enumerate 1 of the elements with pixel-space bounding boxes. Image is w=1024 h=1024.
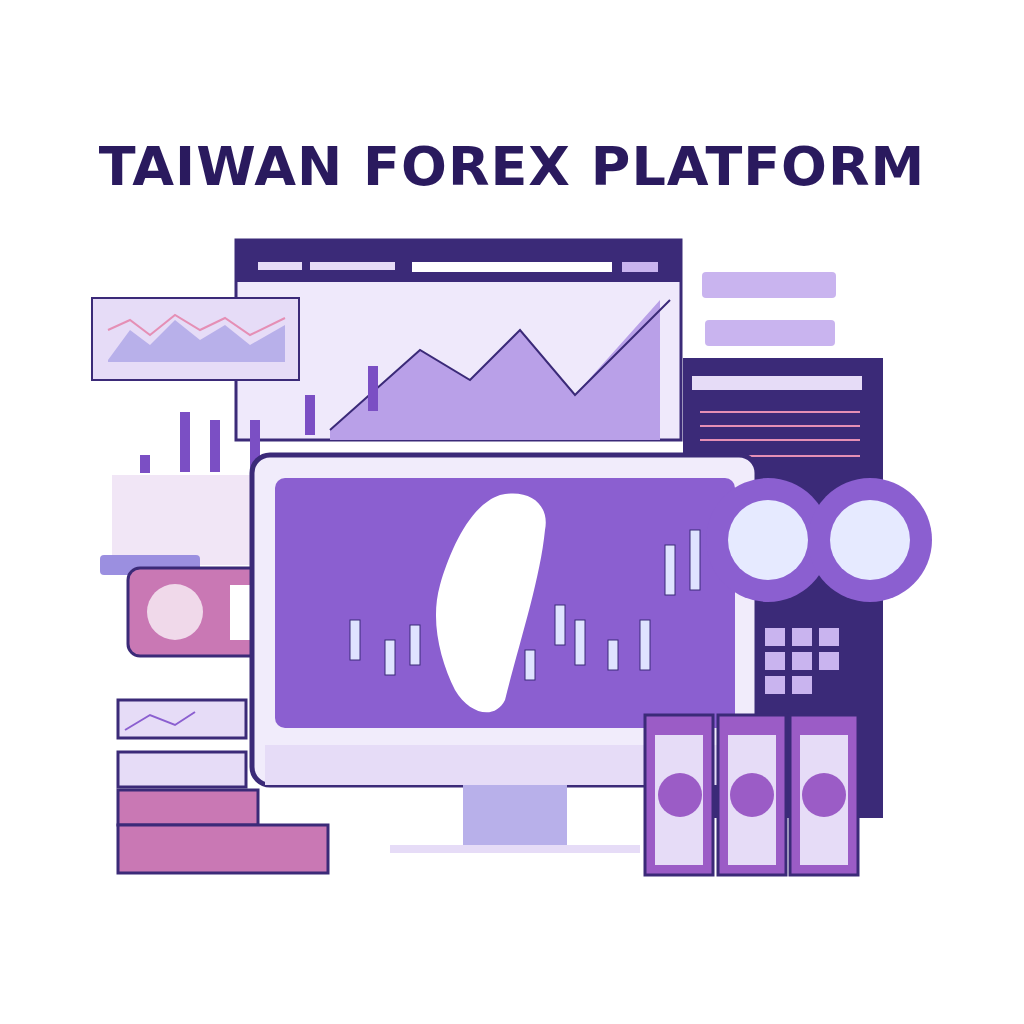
title: TAIWAN FOREX PLATFORM [97, 135, 927, 198]
